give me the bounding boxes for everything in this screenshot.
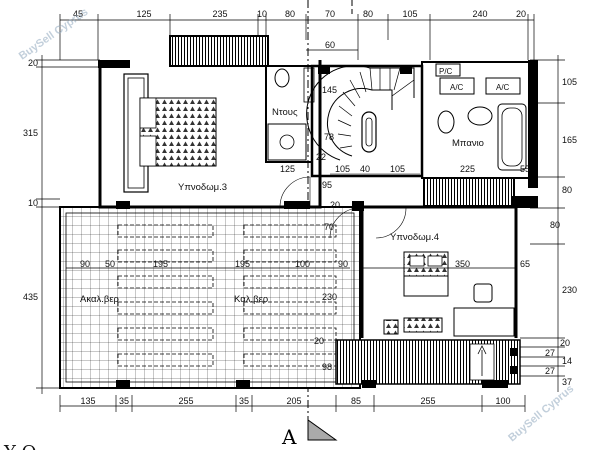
watermark-bottom: BuySell Cyprus <box>506 383 576 444</box>
label-ac2: A/C <box>496 83 510 92</box>
dim-225: 225 <box>460 164 475 174</box>
staircase <box>306 64 424 178</box>
dim-40: 40 <box>360 164 370 174</box>
bottom-dimensions <box>59 395 526 412</box>
dim-98: 98 <box>322 362 332 372</box>
dim-22: 22 <box>316 152 326 162</box>
dim-left-2: 315 <box>23 128 38 138</box>
dim-195b: 195 <box>235 259 250 269</box>
heading-fragment: Υ Ο <box>3 442 36 450</box>
dim-left-1: 20 <box>28 58 38 68</box>
dim-top-9: 240 <box>472 9 487 19</box>
dim-top-sub: 60 <box>325 40 335 50</box>
dim-105b: 105 <box>390 164 405 174</box>
dim-top-4: 10 <box>257 9 267 19</box>
dim-20a: 20 <box>330 200 340 210</box>
room-bedroom-4: Υπνοδωμ.4 <box>390 232 439 243</box>
dim-78: 78 <box>324 132 334 142</box>
dim-right-3: 80 <box>562 185 572 195</box>
right-dimensions <box>520 55 565 392</box>
dim-95: 95 <box>322 180 332 190</box>
dim-100: 100 <box>295 259 310 269</box>
dim-145: 145 <box>322 85 337 95</box>
dim-20b: 20 <box>314 336 324 346</box>
dim-right-9: 27 <box>545 366 555 376</box>
dim-bottom-2: 35 <box>119 396 129 406</box>
room-bathroom: Μπανιο <box>452 138 484 149</box>
dim-top-7: 80 <box>363 9 373 19</box>
dim-right-5: 230 <box>562 285 577 295</box>
dim-350: 350 <box>455 259 470 269</box>
veranda <box>59 201 361 389</box>
dim-right-1: 105 <box>562 77 577 87</box>
room-veranda-left: Ακαλ.βερ <box>80 294 120 305</box>
dim-bottom-6: 85 <box>351 396 361 406</box>
dim-55: 55 <box>520 164 530 174</box>
room-shower: Ντους <box>272 107 298 118</box>
dim-70: 70 <box>324 222 334 232</box>
dim-left-4: 435 <box>23 292 38 302</box>
top-dimensions <box>59 14 535 60</box>
dim-right-4: 80 <box>550 220 560 230</box>
dim-right-10: 37 <box>562 377 572 387</box>
section-marker-label: A <box>281 425 297 449</box>
dim-top-6: 70 <box>325 9 335 19</box>
dim-left-3: 10 <box>28 198 38 208</box>
bedroom-4 <box>329 201 518 338</box>
dim-230: 230 <box>322 292 337 302</box>
dim-bottom-3: 255 <box>178 396 193 406</box>
label-ac1: A/C <box>450 83 464 92</box>
dim-top-3: 235 <box>212 9 227 19</box>
dim-right-6: 20 <box>560 338 570 348</box>
dim-125: 125 <box>280 164 295 174</box>
room-veranda-main: Καλ.βερ <box>234 294 269 305</box>
dim-right-8: 14 <box>562 356 572 366</box>
dim-top-10: 20 <box>516 9 526 19</box>
dim-top-2: 125 <box>136 9 151 19</box>
dim-top-5: 80 <box>285 9 295 19</box>
dim-right-2: 165 <box>562 135 577 145</box>
dim-right-7: 27 <box>545 348 555 358</box>
bathroom <box>421 60 538 208</box>
dim-bottom-1: 135 <box>80 396 95 406</box>
watermark-top: BuySell Cyprus <box>17 6 90 62</box>
section-marker-arrow <box>307 419 338 441</box>
shower-room <box>265 65 315 163</box>
dim-top-8: 105 <box>402 9 417 19</box>
dim-bottom-7: 255 <box>420 396 435 406</box>
label-pc: P/C <box>439 67 453 76</box>
dim-90b: 90 <box>338 259 348 269</box>
dim-90a: 90 <box>80 259 90 269</box>
dim-bottom-8: 100 <box>495 396 510 406</box>
dim-195a: 195 <box>153 259 168 269</box>
room-bedroom-3: Υπνοδωμ.3 <box>178 182 227 193</box>
left-dimensions <box>36 55 100 394</box>
lower-stair <box>335 339 521 388</box>
dim-bottom-5: 205 <box>286 396 301 406</box>
dim-65: 65 <box>520 259 530 269</box>
dim-bottom-4: 35 <box>239 396 249 406</box>
dim-50: 50 <box>105 259 115 269</box>
dim-top-1: 45 <box>73 9 83 19</box>
bedroom-3 <box>98 35 322 209</box>
dim-105a: 105 <box>335 164 350 174</box>
